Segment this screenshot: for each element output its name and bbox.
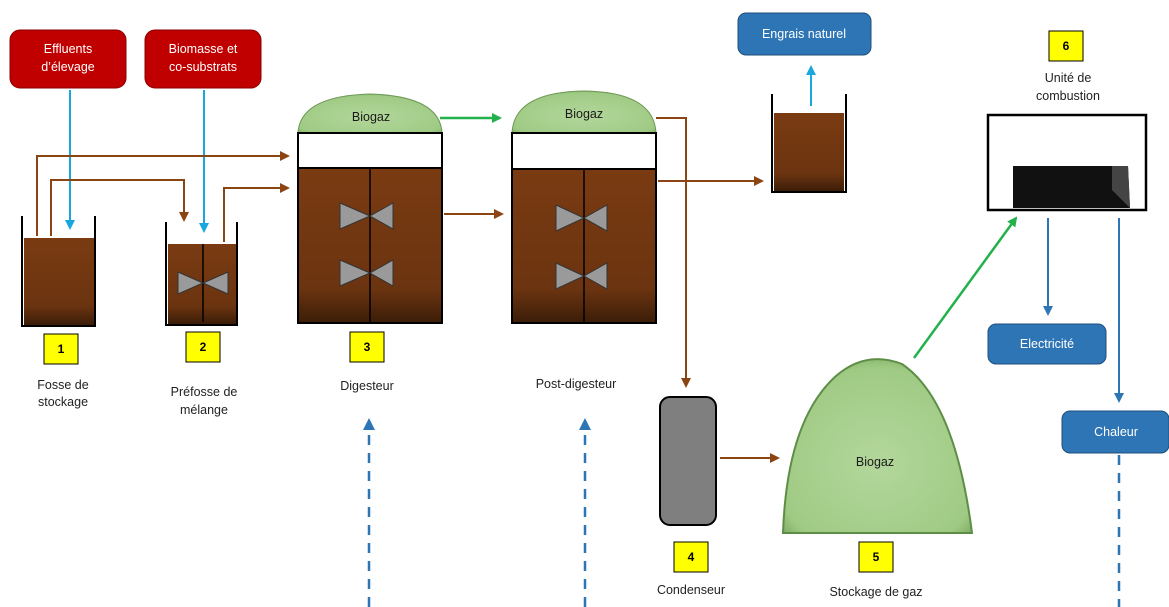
chaleur-output-box: Chaleur [1061, 410, 1169, 454]
biomasse-label-line1: Biomasse et [169, 42, 238, 56]
engrais-label: Engrais naturel [762, 27, 846, 41]
post-digester-label: Post-digesteur [536, 377, 617, 391]
electricite-output-box: Electricité [987, 323, 1107, 365]
biomasse-label-line2: co-substrats [169, 60, 237, 74]
digestate-tank [771, 94, 847, 193]
svg-text:2: 2 [200, 340, 207, 354]
digester-gas-label: Biogaz [352, 110, 390, 124]
step-6-label-line2: combustion [1036, 89, 1100, 103]
step-1-label-line1: Fosse de [37, 378, 88, 392]
post-digester-gas-dome [511, 90, 657, 134]
gas-storage-label: Biogaz [856, 455, 894, 469]
heat-return-arrow-post-digester [579, 418, 591, 430]
gas-storage-dome [781, 358, 974, 534]
step-1-label-line2: stockage [38, 395, 88, 409]
effluents-label-line1: Effluents [44, 42, 92, 56]
biogas-flow-to-combustion [912, 216, 1018, 359]
substrate-flow-to-digester [36, 151, 290, 236]
step-3-label: Digesteur [340, 379, 394, 393]
effluents-label-line2: d’élevage [41, 60, 95, 74]
storage-pit-tank [21, 216, 96, 327]
combustion-unit [986, 113, 1148, 212]
step-badge-4: 4 [673, 541, 709, 573]
electricite-label: Electricité [1020, 337, 1074, 351]
post-digester-gas-label: Biogaz [565, 107, 603, 121]
heat-return-lines [363, 418, 1121, 607]
mixer-blade-icon [339, 202, 372, 230]
step-2-label-line2: mélange [180, 403, 228, 417]
effluents-input-box: Effluents d’élevage [9, 29, 127, 89]
svg-text:3: 3 [364, 340, 371, 354]
mixing-pit-tank [165, 222, 238, 326]
step-badge-2: 2 [185, 331, 221, 363]
step-badge-1: 1 [43, 333, 79, 365]
engrais-output-box: Engrais naturel [737, 12, 872, 56]
gas-flow-to-condenser [656, 117, 691, 388]
biomasse-input-box: Biomasse et co-substrats [144, 29, 262, 89]
mixer-blade-icon [555, 204, 586, 232]
mixture-flow-to-digester [223, 183, 290, 242]
post-digester-tank: Biogaz [511, 90, 657, 324]
chaleur-label: Chaleur [1094, 425, 1138, 439]
svg-text:5: 5 [873, 550, 880, 564]
digester-tank: Biogaz [297, 93, 443, 324]
heat-return-arrow-digester [363, 418, 375, 430]
step-2-label-line1: Préfosse de [171, 385, 238, 399]
step-badge-6: 6 [1048, 30, 1084, 62]
step-5-label: Stockage de gaz [829, 585, 922, 599]
svg-text:4: 4 [688, 550, 695, 564]
svg-text:6: 6 [1063, 39, 1070, 53]
condenser-unit [659, 396, 717, 526]
substrate-flow-to-mixing-pit [50, 179, 189, 236]
digester-gas-dome [297, 93, 443, 134]
step-4-label: Condenseur [657, 583, 725, 597]
mixer-blade-icon [177, 271, 205, 295]
step-6-label-line1: Unité de [1045, 71, 1092, 85]
svg-text:1: 1 [58, 342, 65, 356]
step-badge-3: 3 [349, 331, 385, 363]
step-badge-5: 5 [858, 541, 894, 573]
